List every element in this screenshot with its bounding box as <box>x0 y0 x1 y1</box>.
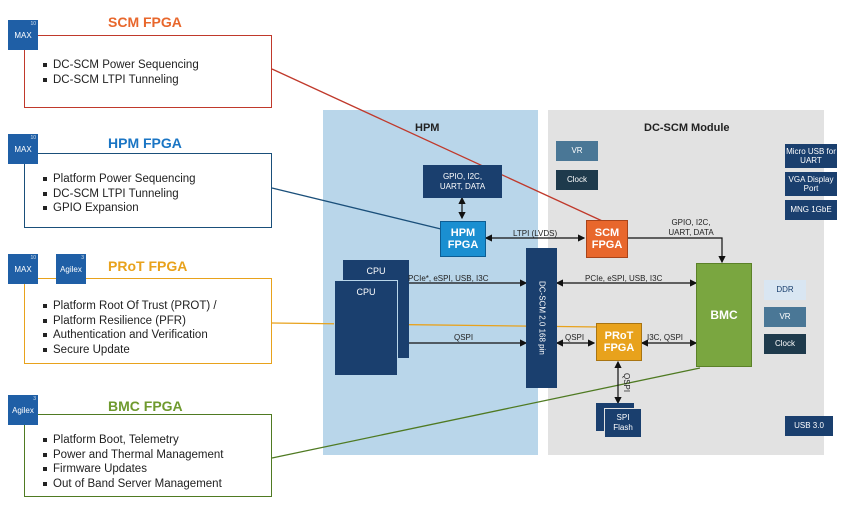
hpm-title: HPM <box>415 122 440 134</box>
usb-block: USB 3.0 <box>785 416 833 436</box>
pcie-hpm-label: PCIe*, eSPI, USB, I3C <box>408 274 489 283</box>
bmc-fpga-title: BMC FPGA <box>108 398 183 414</box>
list-item: DC-SCM Power Sequencing <box>43 58 271 73</box>
gpio-i2c-uart-box: GPIO, I2C, UART, DATA <box>423 165 502 198</box>
list-item: DC-SCM LTPI Tunneling <box>43 187 271 202</box>
scm-fpga-block: SCM FPGA <box>586 220 628 258</box>
scm-gpio-label: GPIO, I2C, UART, DATA <box>668 218 714 237</box>
list-item: DC-SCM LTPI Tunneling <box>43 73 271 88</box>
prot-fpga-block: PRoT FPGA <box>596 323 642 361</box>
prot-fpga-box: Platform Root Of Trust (PROT) / Platform… <box>24 278 272 364</box>
list-item: Platform Boot, Telemetry <box>43 433 271 448</box>
hpm-fpga-box: Platform Power Sequencing DC-SCM LTPI Tu… <box>24 153 272 228</box>
list-item: Platform Root Of Trust (PROT) / <box>43 299 271 314</box>
hpm-fpga-block: HPM FPGA <box>440 221 486 257</box>
scm-fpga-title: SCM FPGA <box>108 14 182 30</box>
cpu-block-front: CPU <box>334 280 398 376</box>
list-item: Power and Thermal Management <box>43 448 271 463</box>
bmc-block: BMC <box>696 263 752 367</box>
pcie-scm-label: PCIe, eSPI, USB, I3C <box>585 274 663 283</box>
ddr-block: DDR <box>764 280 806 300</box>
i3c-qspi-label: I3C, QSPI <box>647 333 684 342</box>
mng-block: MNG 1GbE <box>785 200 837 220</box>
vga-block: VGA Display Port <box>785 172 837 196</box>
prot-fpga-title: PRoT FPGA <box>108 258 188 274</box>
hpm-fpga-title: HPM FPGA <box>108 135 182 151</box>
clock-block: Clock <box>556 170 598 190</box>
clock2-block: Clock <box>764 334 806 354</box>
spi-flash-block: SPI Flash <box>604 408 642 438</box>
list-item: Firmware Updates <box>43 462 271 477</box>
list-item: Authentication and Verification <box>43 328 271 343</box>
qspi-vertical-label: QSPI <box>622 373 631 393</box>
list-item: GPIO Expansion <box>43 201 271 216</box>
dc-scm-connector: DC-SCM 2.0 168 pin <box>526 248 557 388</box>
list-item: Out of Band Server Management <box>43 477 271 492</box>
ltpi-label: LTPI (LVDS) <box>513 229 558 238</box>
list-item: Platform Resilience (PFR) <box>43 314 271 329</box>
list-item: Platform Power Sequencing <box>43 172 271 187</box>
micro-usb-block: Micro USB for UART <box>785 144 837 168</box>
list-item: Secure Update <box>43 343 271 358</box>
qspi-scm-label: QSPI <box>565 333 585 342</box>
scm-fpga-box: DC-SCM Power Sequencing DC-SCM LTPI Tunn… <box>24 35 272 108</box>
bmc-fpga-box: Platform Boot, Telemetry Power and Therm… <box>24 414 272 497</box>
vr-block: VR <box>556 141 598 161</box>
dc-scm-title: DC-SCM Module <box>644 122 730 134</box>
vr2-block: VR <box>764 307 806 327</box>
qspi-hpm-label: QSPI <box>454 333 474 342</box>
